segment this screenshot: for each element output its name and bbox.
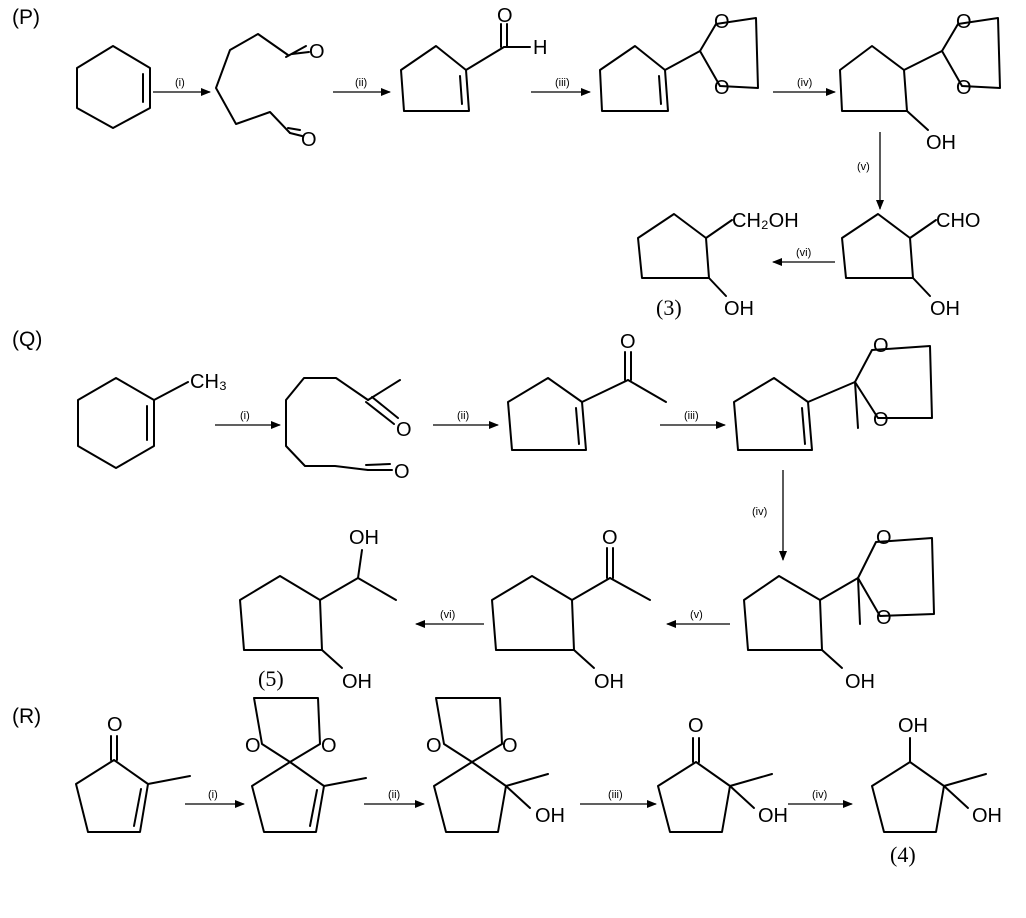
q-ch3: CH₃ [190,371,227,393]
r-step-2: (ii) [388,789,400,801]
q-oh-1: OH [845,671,875,693]
q-step-2: (ii) [457,410,469,422]
q-product-label: (5) [258,666,284,691]
p-cyclohexene [76,45,151,129]
r-methylcyclopentenone [75,735,191,833]
p-step-5: (v) [857,161,870,173]
r-product-label: (4) [890,842,916,867]
r-ket-o: O [107,714,123,736]
r-step-1: (i) [208,789,218,801]
r-spiro2-o-right: O [502,735,518,757]
q-oh-top: OH [349,527,379,549]
scheme-p: (P) (i) O O (ii) O H [12,5,1001,320]
p-acetal-o-bottom: O [714,77,730,99]
scheme-q: (Q) CH₃ (i) O O (ii) [12,328,935,693]
r-spiroketal-alkene [251,697,367,833]
r-spiroketal-alcohol [433,697,549,833]
q-ketal1-o-top: O [873,335,889,357]
p-ald-o: O [497,5,513,27]
p-acetal2-o-top: O [956,11,972,33]
scheme-q-label: (Q) [12,328,42,351]
q-ketal2-o-top: O [876,527,892,549]
p-ch2oh: CH₂OH [732,210,799,232]
p-acetal-o-top: O [714,11,730,33]
q-ket-o: O [620,331,636,353]
p-step-1: (i) [175,77,185,89]
q-acetylcyclopentene [507,351,667,451]
p-o-bottom: O [301,129,317,151]
scheme-r-label: (R) [12,705,41,728]
p-oh-3: OH [724,298,754,320]
r-step-3: (iii) [608,789,623,801]
q-step-3: (iii) [684,410,699,422]
p-ald-h: H [533,37,547,59]
q-step-4: (iv) [752,506,767,518]
p-o-top: O [309,41,325,63]
p-oh-1: OH [926,132,956,154]
p-product-3 [637,213,733,297]
q-o-2: O [394,461,410,483]
p-product-label: (3) [656,295,682,320]
q-ketal2-o-bottom: O [876,607,892,629]
q-step-5: (v) [690,609,703,621]
r-oh-3: OH [972,805,1002,827]
r-hydroxy-ketone [657,737,773,833]
p-hexanedial [215,33,310,137]
scheme-r: (R) O (i) O O (ii) O [12,697,1002,867]
r-oh-2: OH [758,805,788,827]
p-acetal [599,17,759,112]
scheme-p-label: (P) [12,6,40,29]
q-ket-o-2: O [602,527,618,549]
p-step-3: (iii) [555,77,570,89]
q-step-6: (vi) [440,609,455,621]
q-ketal-alkene [733,345,933,451]
r-ket-o-2: O [688,715,704,737]
r-oh-1: OH [535,805,565,827]
p-step-2: (ii) [355,77,367,89]
q-ketal1-o-bottom: O [873,409,889,431]
q-step-1: (i) [240,410,250,422]
p-cyclopentene-carbaldehyde [400,23,531,112]
r-product-4 [871,737,987,833]
p-step-6: (vi) [796,247,811,259]
q-keto-aldehyde [285,377,401,471]
q-oh-2: OH [594,671,624,693]
q-hydroxy-ketone [491,547,651,669]
r-spiro1-o-right: O [321,735,337,757]
q-o-1: O [396,419,412,441]
r-spiro1-o-left: O [245,735,261,757]
p-acetal2-o-bottom: O [956,77,972,99]
p-oh-2: OH [930,298,960,320]
r-oh-top: OH [898,715,928,737]
r-spiro2-o-left: O [426,735,442,757]
p-step-4: (iv) [797,77,812,89]
r-step-4: (iv) [812,789,827,801]
q-ketal-alcohol [743,537,935,669]
p-hydroxy-aldehyde [841,213,937,297]
q-oh-3: OH [342,671,372,693]
p-acetal-alcohol [839,17,1001,131]
q-product-5 [239,549,397,669]
p-cho: CHO [936,210,980,232]
q-methylcyclohexene [77,377,189,469]
